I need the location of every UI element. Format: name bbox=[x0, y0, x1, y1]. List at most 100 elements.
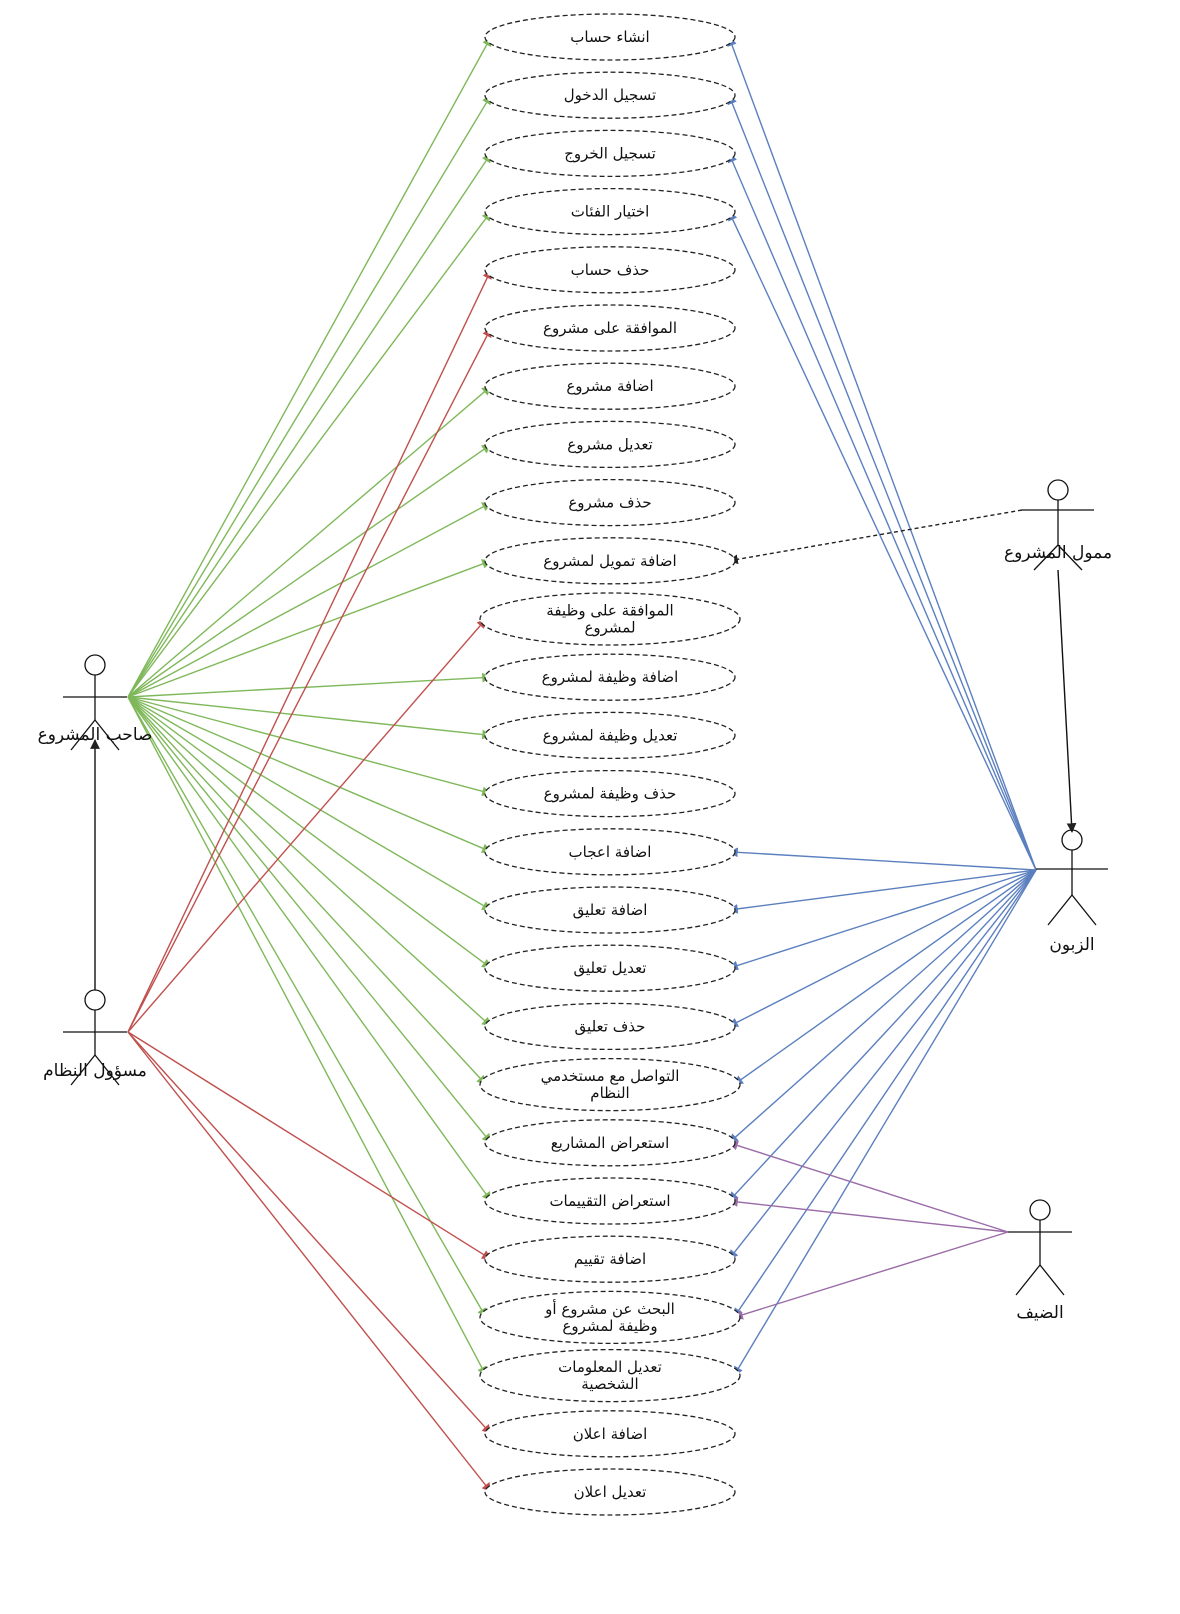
use-case[interactable]: استعراض التقييمات bbox=[484, 1177, 736, 1225]
association-project-owner-20 bbox=[127, 696, 492, 1202]
association-admin-21 bbox=[127, 1031, 492, 1260]
stick-figure-icon bbox=[1029, 1199, 1051, 1221]
use-case-ellipse bbox=[484, 1177, 736, 1225]
use-case[interactable]: اضافة تعليق bbox=[484, 886, 736, 934]
use-case[interactable]: حذف وظيفة لمشروع bbox=[484, 769, 736, 818]
association-customer-14 bbox=[728, 847, 1037, 871]
use-case-ellipse bbox=[484, 304, 736, 352]
use-case[interactable]: حذف تعليق bbox=[484, 1002, 736, 1051]
use-case-ellipse bbox=[479, 1290, 741, 1345]
actor-label-customer: الزبون bbox=[1049, 935, 1094, 955]
use-case-ellipse bbox=[484, 362, 736, 410]
association-admin-10 bbox=[127, 618, 487, 1033]
actor-guest[interactable]: الضيف bbox=[1008, 1199, 1072, 1323]
association-project-owner-9 bbox=[127, 559, 492, 698]
use-case[interactable]: الموافقة على مشروع bbox=[484, 304, 736, 352]
use-case[interactable]: اضافة مشروع bbox=[484, 362, 736, 410]
use-case-label: تعديل مشروع bbox=[567, 435, 652, 453]
use-case-label: اضافة وظيفة لمشروع bbox=[542, 668, 679, 686]
use-case[interactable]: اضافة تمويل لمشروع bbox=[484, 537, 736, 585]
use-case-label: الموافقة على وظيفة bbox=[546, 602, 673, 620]
use-case-label: حذف حساب bbox=[571, 261, 650, 279]
use-case-label: اضافة تعليق bbox=[573, 901, 648, 919]
use-case[interactable]: انشاء حساب bbox=[484, 13, 736, 61]
use-case-label: لمشروع bbox=[584, 619, 635, 637]
use-case[interactable]: اضافة تقييم bbox=[484, 1235, 736, 1283]
use-case-label: حذف مشروع bbox=[568, 494, 651, 512]
association-customer-23 bbox=[733, 869, 1037, 1377]
association-customer-17 bbox=[728, 869, 1037, 1028]
use-case-ellipse bbox=[484, 769, 736, 818]
actor-funder[interactable]: ممول المشروع bbox=[1004, 479, 1112, 571]
use-case[interactable]: حذف مشروع bbox=[484, 478, 736, 527]
use-case[interactable]: اضافة وظيفة لمشروع bbox=[484, 653, 736, 701]
use-case-label: تعديل اعلان bbox=[574, 1483, 647, 1501]
use-case-ellipse bbox=[484, 1119, 736, 1167]
use-case-ellipse bbox=[479, 592, 741, 646]
use-case-label: انشاء حساب bbox=[570, 28, 649, 46]
use-case-label: استعراض المشاريع bbox=[551, 1134, 670, 1152]
use-case[interactable]: تعديل اعلان bbox=[484, 1468, 736, 1516]
stick-figure-icon bbox=[1061, 829, 1083, 851]
use-case-ellipse bbox=[484, 13, 736, 61]
association-project-owner-17 bbox=[127, 696, 492, 1028]
use-case[interactable]: اضافة اعجاب bbox=[484, 828, 736, 876]
use-case-ellipse bbox=[484, 420, 736, 469]
association-project-owner-23 bbox=[127, 696, 487, 1377]
use-case-ellipse bbox=[484, 1235, 736, 1283]
use-case[interactable]: حذف حساب bbox=[484, 246, 736, 294]
association-project-owner-16 bbox=[127, 696, 492, 969]
association-project-owner-15 bbox=[127, 696, 492, 911]
use-cases: انشاء حساب تسجيل الدخول تسجيل الخروج اختيار… bbox=[479, 13, 741, 1516]
use-case[interactable]: تعديل مشروع bbox=[484, 420, 736, 469]
association-customer-15 bbox=[728, 869, 1037, 914]
use-case-label: اضافة تمويل لمشروع bbox=[543, 552, 676, 570]
association-project-owner-19 bbox=[127, 696, 492, 1144]
association-project-owner-3 bbox=[127, 210, 492, 698]
use-case[interactable]: تعديل وظيفة لمشروع bbox=[484, 711, 736, 760]
use-case-label: حذف وظيفة لمشروع bbox=[544, 785, 677, 803]
use-case-label: الشخصية bbox=[581, 1375, 638, 1393]
stick-figure-icon bbox=[84, 989, 106, 1011]
association-admin-25 bbox=[127, 1031, 492, 1493]
use-case-ellipse bbox=[484, 1002, 736, 1051]
association-project-owner-22 bbox=[127, 696, 487, 1319]
use-case-ellipse bbox=[484, 478, 736, 527]
actor-project-owner[interactable]: صاحب المشروع bbox=[38, 654, 153, 751]
association-admin-5 bbox=[127, 327, 492, 1033]
association-project-owner-11 bbox=[127, 672, 492, 698]
association-project-owner-14 bbox=[127, 696, 492, 853]
association-lines bbox=[127, 36, 1037, 1493]
actor-customer[interactable]: الزبون bbox=[1036, 829, 1108, 955]
use-case-ellipse bbox=[484, 246, 736, 294]
use-case-label: اضافة اعجاب bbox=[569, 843, 652, 861]
actor-relations bbox=[90, 569, 1077, 990]
use-case-label: تسجيل الخروج bbox=[564, 144, 656, 163]
use-case[interactable]: تعديل تعليق bbox=[484, 944, 736, 992]
actor-admin[interactable]: مسؤول النظام bbox=[43, 989, 147, 1086]
association-customer-0 bbox=[727, 36, 1037, 871]
association-guest-22 bbox=[733, 1231, 1009, 1320]
association-project-owner-6 bbox=[127, 385, 492, 698]
use-case[interactable]: تسجيل الخروج bbox=[484, 129, 736, 178]
use-case[interactable]: اضافة اعلان bbox=[484, 1410, 736, 1458]
use-case[interactable]: اختيار الفئات bbox=[484, 187, 736, 236]
association-project-owner-12 bbox=[127, 696, 492, 740]
association-project-owner-8 bbox=[127, 501, 492, 698]
use-case-ellipse bbox=[479, 1057, 741, 1112]
use-case[interactable]: استعراض المشاريع bbox=[484, 1119, 736, 1167]
use-case-ellipse bbox=[484, 828, 736, 876]
association-funder-9 bbox=[728, 509, 1023, 565]
association-customer-1 bbox=[727, 94, 1037, 871]
association-project-owner-18 bbox=[127, 696, 487, 1086]
use-case-label: حذف تعليق bbox=[575, 1017, 646, 1035]
association-admin-24 bbox=[127, 1031, 492, 1435]
use-case-label: تعديل المعلومات bbox=[558, 1358, 662, 1376]
association-customer-21 bbox=[728, 869, 1037, 1260]
use-case-ellipse bbox=[484, 187, 736, 236]
use-case[interactable]: تسجيل الدخول bbox=[484, 71, 736, 119]
